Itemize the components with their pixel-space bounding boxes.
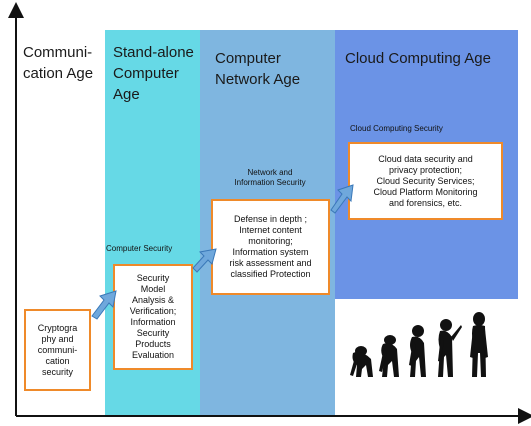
box-computer-security-content: Security Model Analysis & Verification; … — [113, 264, 193, 370]
era-title-communication: Communi- cation Age — [23, 44, 94, 82]
evolution-silhouettes-icon — [350, 312, 488, 377]
label-computer-security: Computer Security — [106, 244, 173, 253]
arrow-1-icon — [91, 290, 117, 320]
era-title-cloud-computing: Cloud Computing Age — [345, 50, 491, 67]
era-title-computer-network: Computer Network Age — [215, 50, 301, 88]
box-cryptography-communication-security: Cryptogra phy and communi- cation securi… — [24, 309, 91, 391]
era-title-standalone-computer: Stand-alone Computer Age — [113, 44, 194, 103]
arrow-3-icon — [330, 184, 354, 214]
human-evolution-image — [335, 299, 518, 416]
box-cloud-security-content: Cloud data security and privacy protecti… — [348, 142, 503, 220]
label-network-information-security: Network and Information Security — [234, 168, 306, 187]
label-cloud-computing-security: Cloud Computing Security — [350, 124, 443, 133]
arrow-2-icon — [192, 248, 217, 273]
box-network-security-content: Defense in depth ; Internet content moni… — [211, 199, 330, 295]
